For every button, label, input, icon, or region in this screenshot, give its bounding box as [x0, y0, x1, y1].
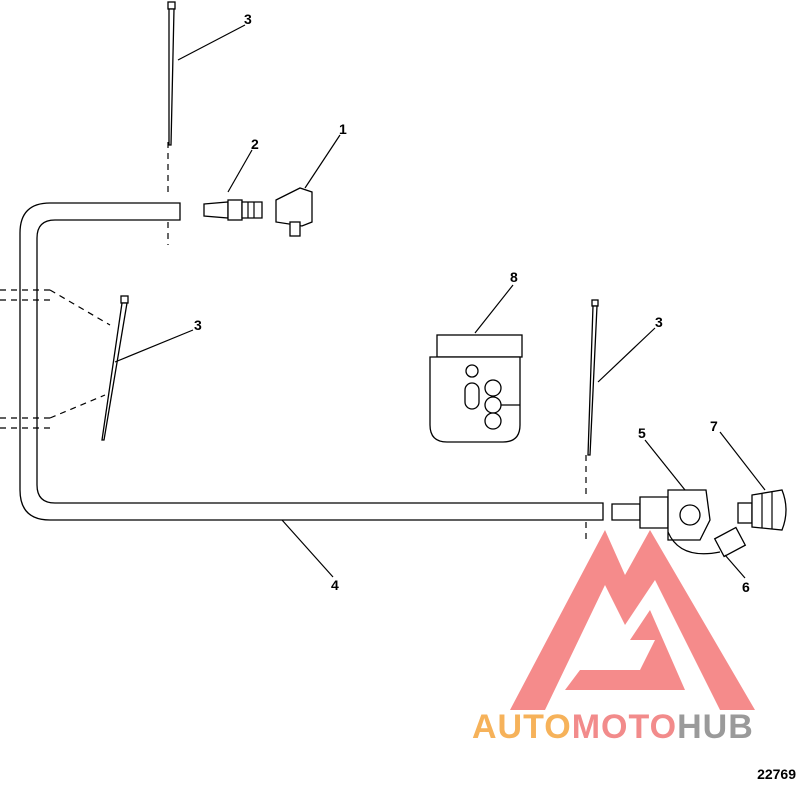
callout-3-right: 3 [655, 314, 663, 330]
cable-tie-right [587, 299, 599, 456]
connector-part-5 [611, 489, 711, 541]
bracket-part-8 [429, 334, 523, 443]
watermark-hub: HUB [677, 708, 754, 746]
hose-part-4 [19, 202, 604, 521]
logo-triangle [510, 530, 755, 710]
hose-outer [19, 202, 604, 521]
callout-3-left: 3 [194, 317, 202, 333]
alignment-lines [0, 142, 587, 540]
tether-cap-part-6 [667, 526, 747, 558]
leader-lines [114, 24, 766, 579]
elbow-fitting-part-1 [275, 187, 313, 237]
logo-inner-g [565, 610, 685, 690]
callout-3-top: 3 [244, 11, 252, 27]
watermark-text: AUTOMOTOHUB [472, 708, 754, 746]
coupler-part-7 [737, 489, 787, 531]
callout-8: 8 [510, 269, 518, 285]
watermark-moto: MOTO [572, 708, 677, 746]
svg-text:AUTOMOTOHUB: AUTOMOTOHUB [472, 708, 754, 746]
watermark-auto: AUTO [472, 708, 572, 746]
callouts: 3 2 1 3 8 3 5 7 6 4 [194, 11, 750, 595]
barbed-fitting-part-2 [203, 199, 263, 221]
cable-tie-top [167, 1, 176, 146]
watermark-logo [510, 530, 755, 710]
cable-tie-left [101, 295, 129, 441]
reference-number: 22769 [757, 766, 796, 782]
callout-7: 7 [710, 418, 718, 434]
callout-1: 1 [339, 121, 347, 137]
callout-6: 6 [742, 579, 750, 595]
callout-2: 2 [251, 136, 259, 152]
callout-5: 5 [638, 425, 646, 441]
callout-4: 4 [331, 577, 339, 593]
